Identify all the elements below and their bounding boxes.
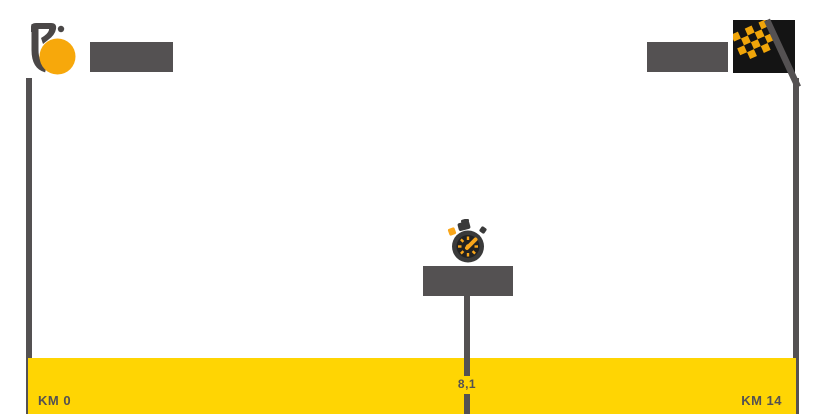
cyclist-start-icon: [31, 23, 76, 75]
timecheck-km-label: 8,1: [457, 377, 477, 391]
finish-km-label: KM 14: [741, 393, 782, 408]
timecheck-label-plate: [423, 266, 513, 296]
timecheck-marker-line-upper: [464, 296, 470, 376]
stopwatch-icon: [447, 219, 487, 263]
finish-flag-icon: [733, 18, 801, 89]
start-boundary-line: [26, 78, 32, 414]
timecheck-marker-line-lower: [464, 394, 470, 414]
finish-boundary-line: [793, 78, 799, 414]
finish-label-plate: [647, 42, 728, 72]
profile-distance-band: [28, 358, 796, 414]
start-label-plate: [90, 42, 173, 72]
start-km-label: KM 0: [38, 393, 72, 408]
